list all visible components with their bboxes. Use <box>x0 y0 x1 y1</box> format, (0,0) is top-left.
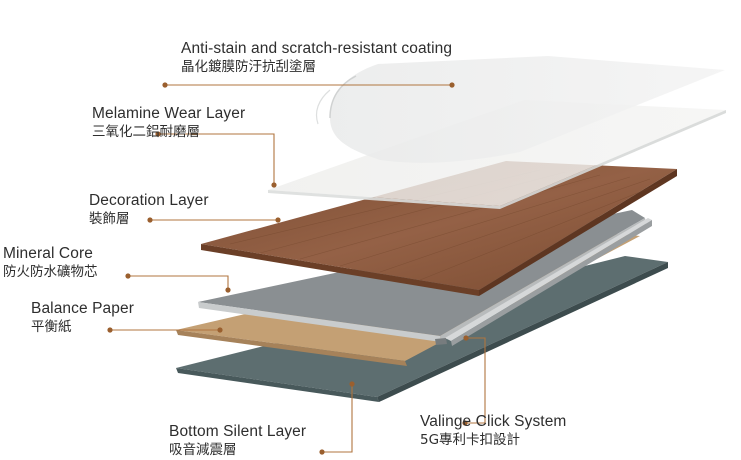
label-bottom: Bottom Silent Layer 吸音減震層 <box>169 423 306 458</box>
label-click-zh: 5G專利卡扣設計 <box>420 431 521 448</box>
label-bottom-en: Bottom Silent Layer <box>169 423 307 440</box>
coating-layer-shape <box>315 56 725 163</box>
leader-wear <box>158 133 275 185</box>
label-click: Valinge Click System 5G專利卡扣設計 <box>420 413 566 448</box>
click-system-edge <box>435 218 652 346</box>
dot-click <box>463 335 469 341</box>
label-balance: Balance Paper 平衡紙 <box>31 300 134 335</box>
label-balance-en: Balance Paper <box>31 300 134 317</box>
label-core: Mineral Core 防火防水礦物芯 <box>3 245 98 280</box>
label-wear-en: Melamine Wear Layer <box>92 105 246 122</box>
dot-core <box>125 273 131 279</box>
leader-dots <box>107 82 469 455</box>
dot-click-end <box>462 420 468 426</box>
label-core-zh: 防火防水礦物芯 <box>3 263 98 280</box>
label-wear: Melamine Wear Layer 三氧化二鋁耐磨層 <box>92 105 245 140</box>
label-decoration: Decoration Layer 裝飾層 <box>89 192 209 227</box>
label-balance-zh: 平衡紙 <box>31 318 72 335</box>
dot-balance <box>107 327 113 333</box>
dot-bottom-end <box>319 449 325 455</box>
label-core-en: Mineral Core <box>3 245 93 262</box>
dot-decoration <box>147 217 153 223</box>
dot-coating-end <box>449 82 455 88</box>
dot-balance-end <box>217 327 223 333</box>
label-coating-zh: 晶化鍍膜防汙抗刮塗層 <box>181 58 316 75</box>
dot-bottom <box>349 381 355 387</box>
dot-decoration-end <box>275 217 281 223</box>
label-decoration-en: Decoration Layer <box>89 192 209 209</box>
label-wear-zh: 三氧化二鋁耐磨層 <box>92 123 200 140</box>
label-coating-en: Anti-stain and scratch-resistant coating <box>181 40 453 57</box>
decoration-layer-shape <box>201 161 677 296</box>
leader-core <box>128 275 229 290</box>
label-click-en: Valinge Click System <box>420 413 567 430</box>
dot-wear <box>155 131 161 137</box>
dot-coating <box>162 82 168 88</box>
label-coating: Anti-stain and scratch-resistant coating… <box>181 40 452 75</box>
label-bottom-zh: 吸音減震層 <box>169 441 237 458</box>
leader-click <box>465 337 486 424</box>
leader-lines <box>110 84 486 453</box>
leader-bottom <box>322 384 353 453</box>
dot-core-end <box>225 287 231 293</box>
label-decoration-zh: 裝飾層 <box>89 210 130 227</box>
dot-wear-end <box>271 182 277 188</box>
